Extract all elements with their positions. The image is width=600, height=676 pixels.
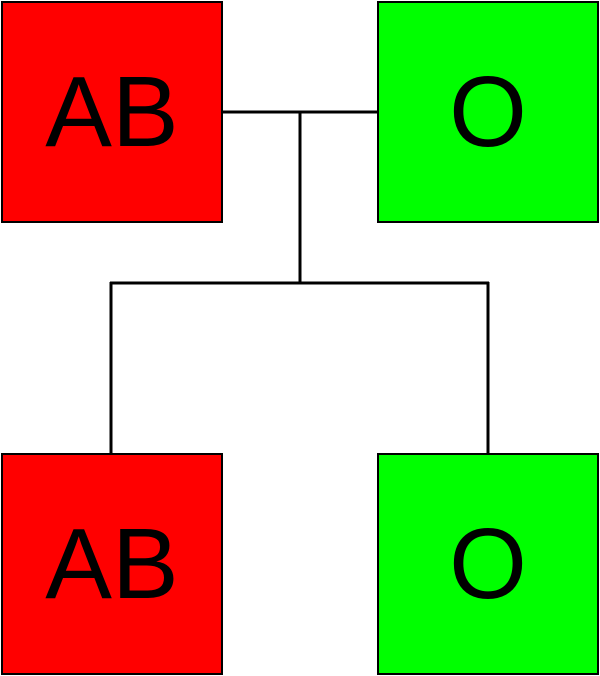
parent-left-box: AB: [1, 1, 223, 223]
parent-right-box: O: [377, 1, 599, 223]
parent-left-blood-type: AB: [45, 56, 179, 168]
child-right-blood-type: O: [449, 508, 527, 620]
child-left-blood-type: AB: [45, 508, 179, 620]
parent-right-blood-type: O: [449, 56, 527, 168]
child-left-box: AB: [1, 453, 223, 675]
child-right-box: O: [377, 453, 599, 675]
